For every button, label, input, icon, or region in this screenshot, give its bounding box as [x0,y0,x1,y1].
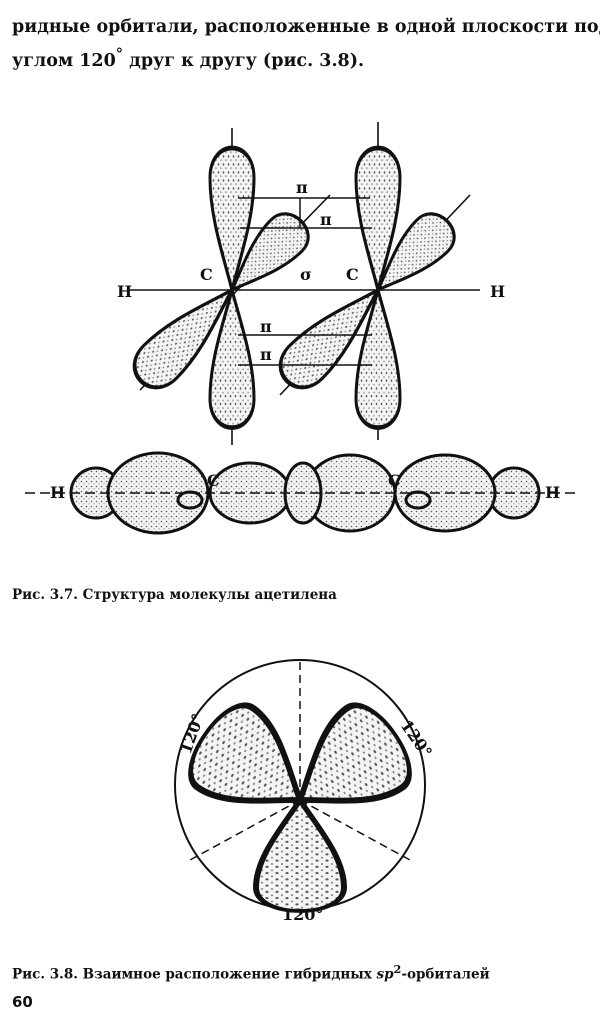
pi-label: π [260,317,272,336]
c-left-label: C [207,471,220,490]
sigma-label: σ [300,265,312,284]
text-fragment: углом 120 [12,50,116,71]
figure-3-7-caption: Рис. 3.7. Структура молекулы ацетилена [12,587,337,603]
pi-label: π [296,178,308,197]
acetylene-pi-orbitals-diagram: H H C C σ π π π π [117,122,505,445]
angle-label-bottom: 120° [282,905,323,924]
degree-sign: ° [115,46,124,63]
caption-text: -орбиталей [401,966,490,983]
text-fragment: друг к другу (рис. 3.8). [123,50,365,71]
caption-text: Рис. 3.8. Взаимное расположение гибридны… [12,966,377,983]
c-right-label: C [388,471,401,490]
pi-label: π [260,345,272,364]
h-left-label: H [117,282,132,301]
acetylene-sigma-bonds-diagram: H H C C [25,451,580,535]
caption-superscript: 2 [393,962,402,976]
h-left-label: H [50,483,65,502]
sp2-orbitals-diagram: 120° 120° 120° [174,659,436,924]
h-right-label: H [545,483,560,502]
body-text-line-2: углом 120° друг к другу (рис. 3.8). [12,41,364,75]
pi-label: π [320,210,332,229]
page-number: 60 [12,993,33,1011]
c-left-label: C [200,265,213,284]
h-right-label: H [490,282,505,301]
c-right-label: C [346,265,359,284]
body-text-line-1: ридные орбитали, расположенные в одной п… [12,17,600,37]
figure-3-8-caption: Рис. 3.8. Взаимное расположение гибридны… [12,962,490,983]
caption-sp: sp [376,966,394,983]
